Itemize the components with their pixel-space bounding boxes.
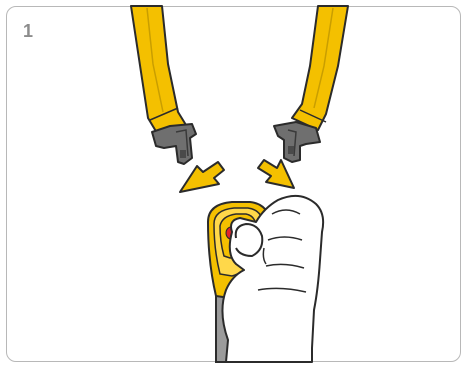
right-buckle-tongue bbox=[273, 121, 321, 163]
left-buckle-tongue bbox=[151, 123, 197, 165]
upward-release-arrows bbox=[179, 159, 295, 193]
step-number: 1 bbox=[23, 21, 34, 41]
left-release-arrow bbox=[179, 161, 225, 193]
left-shoulder-strap bbox=[130, 5, 187, 139]
right-shoulder-strap bbox=[291, 5, 349, 131]
right-release-arrow bbox=[257, 159, 295, 189]
hand-pressing-button bbox=[221, 194, 325, 363]
